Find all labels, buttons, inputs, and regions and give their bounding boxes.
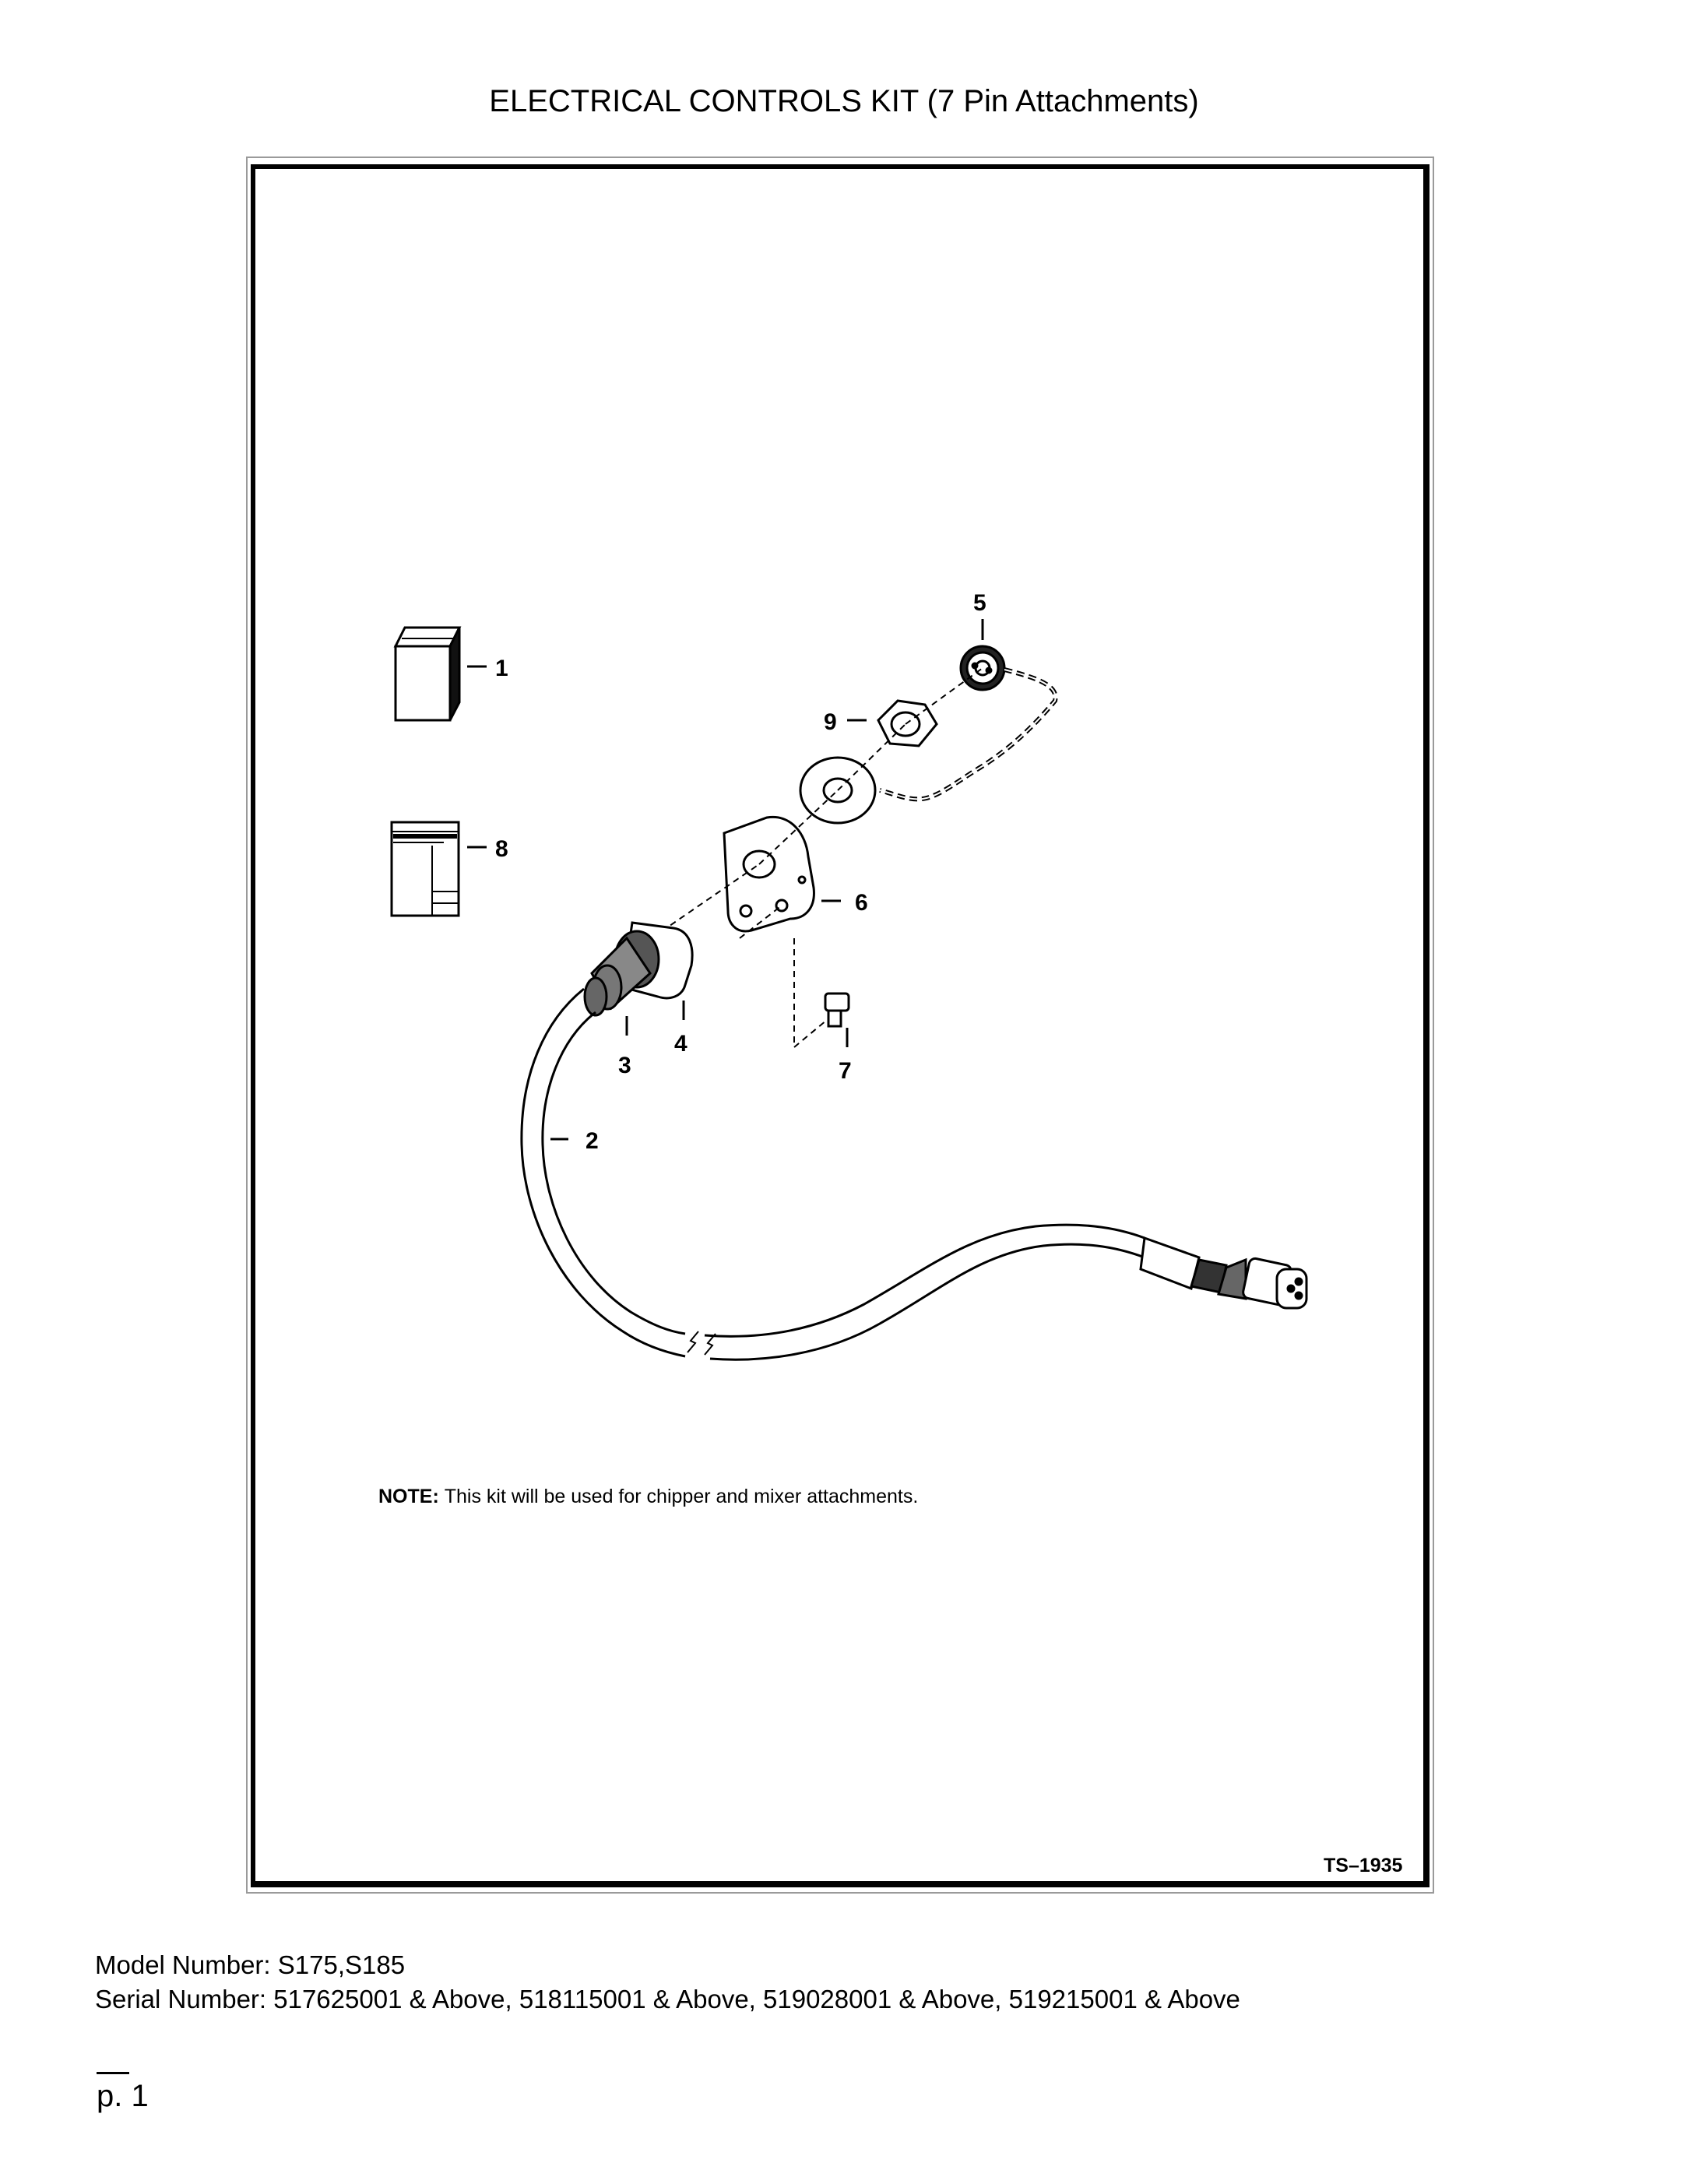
part-5-dust-cap (959, 645, 1006, 691)
callout-3: 3 (618, 1053, 631, 1078)
note: NOTE: This kit will be used for chipper … (378, 1486, 918, 1508)
callout-4: 4 (674, 1031, 688, 1057)
page-divider (97, 2072, 129, 2074)
callout-6: 6 (855, 890, 868, 916)
part-2-wire-harness (520, 987, 1145, 1361)
part-7-screw (824, 992, 850, 1028)
page-title: ELECTRICAL CONTROLS KIT (7 Pin Attachmen… (489, 84, 1199, 118)
callout-8: 8 (495, 836, 508, 862)
note-text: This kit will be used for chipper and mi… (444, 1486, 919, 1507)
page-number: p. 1 (97, 2079, 149, 2113)
part-8-decal (390, 821, 460, 917)
note-label: NOTE: (378, 1486, 439, 1507)
footer: Model Number: S175,S185 Serial Number: 5… (95, 1948, 1240, 2017)
callout-5: 5 (973, 590, 986, 616)
callout-2: 2 (586, 1128, 599, 1154)
part-1-relay (393, 626, 462, 722)
callout-9: 9 (824, 709, 837, 735)
serial-number: Serial Number: 517625001 & Above, 518115… (95, 1985, 1240, 2013)
part-6-mounting-plate (723, 815, 815, 933)
part-2-connector-end (1139, 1236, 1308, 1310)
illustration-frame-outer (246, 157, 1434, 1894)
part-3-receptacle (583, 930, 660, 1017)
drawing-number: TS–1935 (1324, 1855, 1403, 1876)
illustration-frame (251, 164, 1430, 1887)
callout-7: 7 (839, 1058, 852, 1084)
model-number: Model Number: S175,S185 (95, 1950, 406, 1979)
callout-1: 1 (495, 656, 508, 681)
